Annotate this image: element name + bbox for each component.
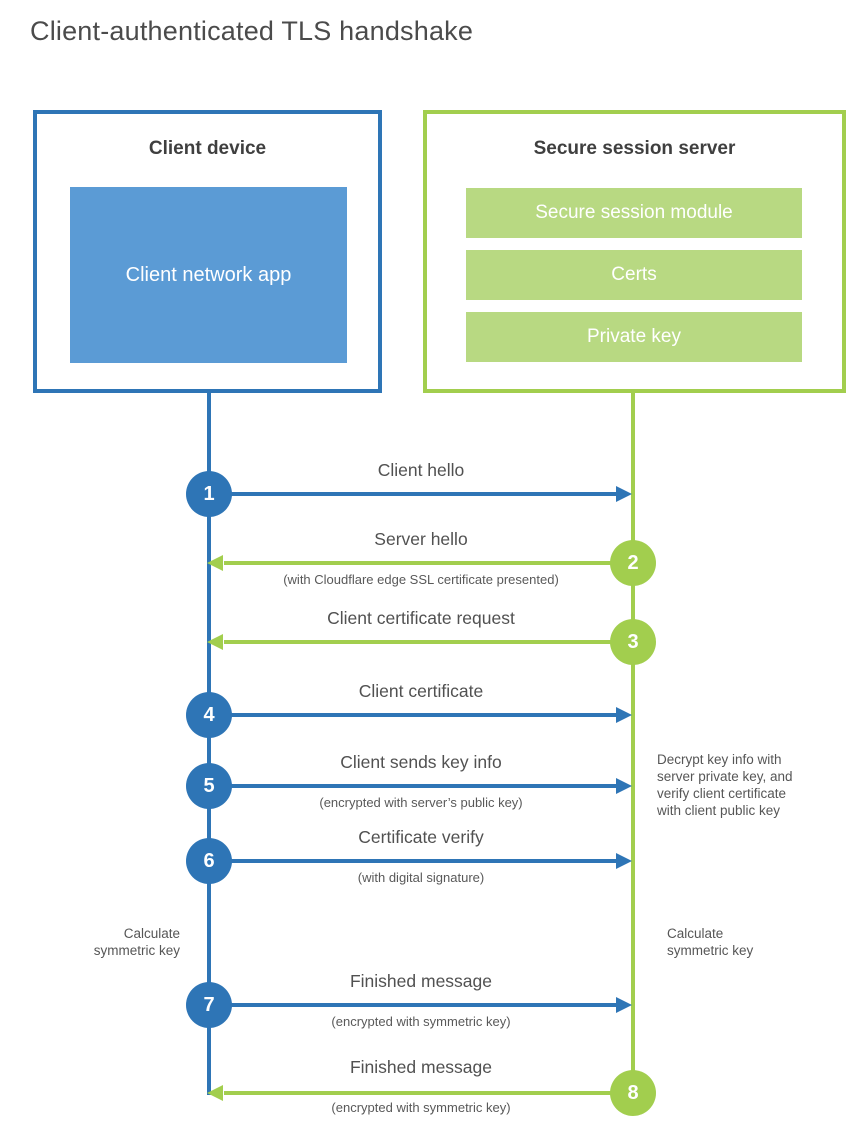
calculate-symmetric-key-left: Calculate symmetric key — [93, 926, 180, 958]
step-1-arrowhead-icon — [616, 486, 632, 502]
step-1-arrow-line — [230, 492, 618, 496]
step-6-number: 6 — [203, 849, 215, 872]
step-5-arrowhead-icon — [616, 778, 632, 794]
client-network-app-box: Client network app — [70, 187, 347, 363]
step-7-arrow-line — [230, 1003, 618, 1007]
step-6-arrow-line — [230, 859, 618, 863]
page-title: Client-authenticated TLS handshake — [30, 16, 474, 46]
step-3-number: 3 — [627, 630, 639, 653]
step-5-arrow-line — [230, 784, 618, 788]
server-module-bar: Certs — [466, 250, 802, 300]
step-2-badge: 2 — [610, 540, 656, 586]
step-3-arrowhead-icon — [207, 634, 223, 650]
server-module-bar: Secure session module — [466, 188, 802, 238]
step-8-arrowhead-icon — [207, 1085, 223, 1101]
step-5-number: 5 — [203, 774, 215, 797]
step-7-sublabel: (encrypted with symmetric key) — [331, 1014, 511, 1029]
step-7-badge: 7 — [186, 982, 232, 1028]
step-4-badge: 4 — [186, 692, 232, 738]
step-6-sublabel: (with digital signature) — [357, 870, 485, 885]
decrypt-note: Decrypt key info with server private key… — [657, 752, 793, 818]
client-network-app-label: Client network app — [125, 263, 292, 286]
step-1-badge: 1 — [186, 471, 232, 517]
step-2-arrow-line — [224, 561, 612, 565]
step-4-number: 4 — [203, 703, 215, 726]
step-2-arrowhead-icon — [207, 555, 223, 571]
client-device-title: Client device — [148, 138, 267, 159]
step-4-label: Client certificate — [358, 681, 484, 701]
calculate-symmetric-key-right: Calculate symmetric key — [667, 926, 754, 958]
step-2-number: 2 — [627, 551, 639, 574]
step-1-number: 1 — [203, 482, 215, 505]
step-6-arrowhead-icon — [616, 853, 632, 869]
step-2-label: Server hello — [374, 529, 468, 549]
step-3-badge: 3 — [610, 619, 656, 665]
server-module-label: Private key — [587, 326, 681, 347]
step-7-label: Finished message — [349, 971, 493, 991]
server-module-label: Secure session module — [535, 202, 733, 223]
step-4-arrowhead-icon — [616, 707, 632, 723]
step-2-sublabel: (with Cloudflare edge SSL certificate pr… — [283, 572, 559, 587]
step-5-sublabel: (encrypted with server’s public key) — [319, 795, 523, 810]
step-3-arrow-line — [224, 640, 612, 644]
server-lifeline — [631, 392, 635, 1093]
step-3-label: Client certificate request — [327, 608, 515, 628]
secure-session-server-title: Secure session server — [533, 138, 736, 159]
step-1-label: Client hello — [377, 460, 465, 480]
step-8-label: Finished message — [349, 1057, 493, 1077]
server-module-bar: Private key — [466, 312, 802, 362]
step-7-arrowhead-icon — [616, 997, 632, 1013]
step-5-label: Client sends key info — [340, 752, 502, 772]
step-8-arrow-line — [224, 1091, 612, 1095]
step-8-number: 8 — [627, 1081, 639, 1104]
step-4-arrow-line — [230, 713, 618, 717]
step-8-sublabel: (encrypted with symmetric key) — [331, 1100, 511, 1115]
step-5-badge: 5 — [186, 763, 232, 809]
step-6-badge: 6 — [186, 838, 232, 884]
step-8-badge: 8 — [610, 1070, 656, 1116]
step-6-label: Certificate verify — [358, 827, 484, 847]
client-lifeline — [207, 392, 211, 1095]
step-7-number: 7 — [203, 993, 215, 1016]
server-module-label: Certs — [611, 264, 657, 285]
